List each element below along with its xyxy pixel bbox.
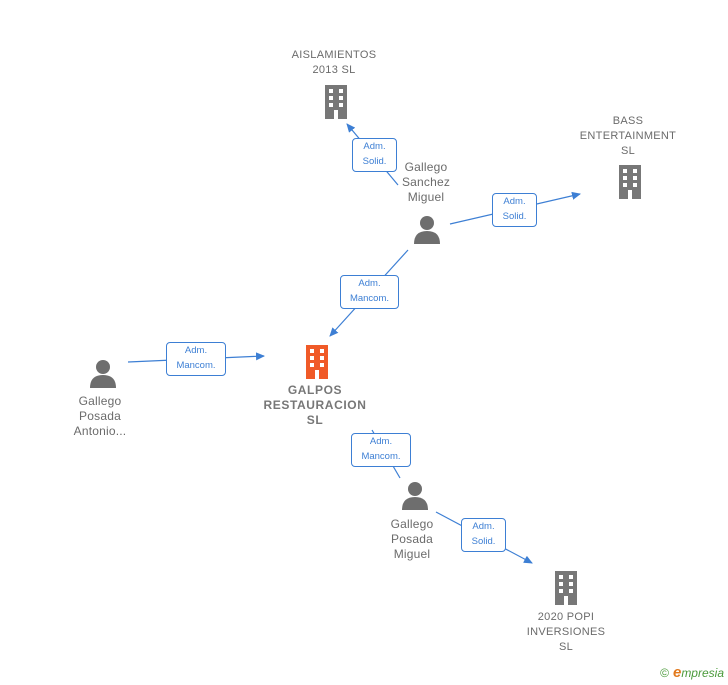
building-icon[interactable] (614, 164, 646, 200)
person-icon[interactable] (400, 480, 430, 510)
person-label-gallego-sanchez-miguel[interactable]: Gallego Sanchez Miguel (401, 160, 451, 204)
person-label-gallego-posada-miguel[interactable]: Gallego Posada Miguel (390, 517, 434, 561)
relation-badge-miguel-popi[interactable]: Adm. Solid. (461, 518, 506, 552)
company-label-aislamientos[interactable]: AISLAMIENTOS 2013 SL (291, 49, 377, 76)
company-label-2020-popi-inversiones[interactable]: 2020 POPI INVERSIONES SL (526, 611, 606, 653)
relation-badge-antonio-galpos[interactable]: Adm. Mancom. (166, 342, 226, 376)
brand-watermark: ©empresia (660, 664, 724, 681)
brand-logo-letter: e (672, 664, 682, 681)
relation-badge-sanchez-galpos[interactable]: Adm. Mancom. (340, 275, 399, 309)
building-icon-main[interactable] (301, 344, 333, 380)
person-label-gallego-posada-antonio[interactable]: Gallego Posada Antonio... (73, 394, 127, 438)
person-icon[interactable] (88, 358, 118, 388)
company-label-galpos-restauracion[interactable]: GALPOS RESTAURACION SL (263, 383, 367, 427)
person-icon[interactable] (412, 214, 442, 244)
company-label-bass-entertainment[interactable]: BASS ENTERTAINMENT SL (579, 115, 677, 157)
relation-badge-sanchez-aislamientos[interactable]: Adm. Solid. (352, 138, 397, 172)
relation-badge-galpos-miguel[interactable]: Adm. Mancom. (351, 433, 411, 467)
relation-badge-sanchez-bass[interactable]: Adm. Solid. (492, 193, 537, 227)
brand-name: mpresia (681, 666, 724, 680)
building-icon[interactable] (550, 570, 582, 606)
copyright-symbol: © (660, 666, 669, 680)
building-icon[interactable] (320, 84, 352, 120)
